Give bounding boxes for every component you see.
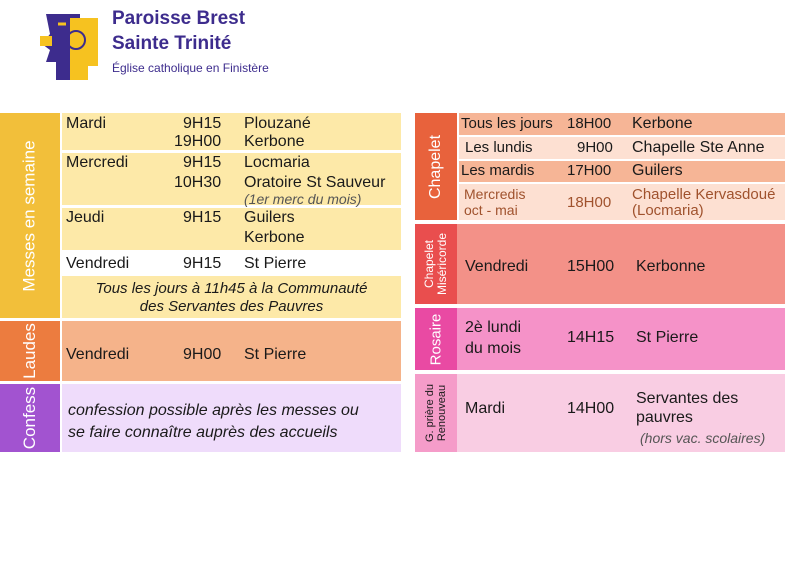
laudes-place: St Pierre [244,346,307,363]
messes-divider-2 [62,205,401,208]
parish-logo-icon [36,10,106,82]
messes-time: 9H15 [183,209,222,226]
messes-day-mardi: Mardi [66,115,107,132]
messes-place: St Pierre [244,255,307,272]
chapelet-row-bg [459,161,785,182]
messes-note: (1er merc du mois) [244,191,362,207]
renouveau-note: (hors vac. scolaires) [640,430,766,446]
chapelet-time: 18H00 [567,194,612,211]
header-line1: Paroisse Brest [112,8,246,29]
chapelet-day: Les mardis [461,162,535,179]
laudes-day: Vendredi [66,346,130,363]
messes-time: 19H00 [174,133,222,150]
confess-line2: se faire connaître auprès des accueils [68,424,338,441]
rosaire-bg [457,308,785,370]
rosaire-place: St Pierre [636,329,699,346]
messes-label: Messes en semaine [0,113,60,318]
header-subtitle: Église catholique en Finistère [112,61,269,75]
chapelet-place: Chapelle Ste Anne [632,139,765,156]
messes-place: Kerbone [244,133,305,150]
renouveau-place: Servantes des [636,390,739,407]
messes-place: Guilers [244,209,295,226]
laudes-time: 9H00 [183,346,222,363]
messes-place: Oratoire St Sauveur [244,174,386,191]
renouveau-day: Mardi [465,400,506,417]
messes-time: 9H15 [183,154,222,171]
renouveau-bg [457,374,785,452]
chapelet-row-bg [459,184,785,220]
rosaire-label: Rosaire [415,308,457,370]
chapelet-place: Kerbone [632,115,693,132]
chapelet-day: Mercredis [464,186,526,202]
rosaire-day: du mois [465,340,522,357]
messes-place: Plouzané [244,115,311,132]
chapelet-place: Chapelle Kervasdoué [632,186,776,203]
chapelet-place: (Locmaria) [632,202,704,219]
messes-time: 9H15 [183,255,222,272]
chapelet-label: Chapelet [415,113,457,220]
confess-bg [62,384,401,452]
messes-time: 10H30 [174,174,222,191]
messes-footer-line1: Tous les jours à 11h45 à la Communauté [95,280,368,297]
misericorde-day: Vendredi [465,258,529,275]
messes-vendredi-bg [62,250,401,276]
messes-divider-1 [62,150,401,153]
rosaire-day: 2è lundi [465,319,522,336]
chapelet-day: Les lundis [465,139,533,156]
messes-place: Locmaria [244,154,310,171]
chapelet-day: Tous les jours [461,115,553,132]
chapelet-time: 9H00 [577,139,613,156]
confess-label: Confess [0,384,60,452]
messes-footer-line2: des Servantes des Pauvres [139,298,324,315]
messes-day-mercredi: Mercredi [66,154,129,171]
rosaire-time: 14H15 [567,329,615,346]
misericorde-place: Kerbonne [636,258,706,275]
renouveau-place: pauvres [636,409,693,426]
renouveau-time: 14H00 [567,400,615,417]
chapelet-time: 18H00 [567,115,612,132]
header-line2: Sainte Trinité [112,33,232,54]
messes-day-jeudi: Jeudi [66,209,105,226]
chapelet-row-bg [459,113,785,135]
messes-bg [62,113,401,318]
messes-day-vendredi: Vendredi [66,255,130,272]
laudes-label: Laudes [0,321,60,381]
chapelet-time: 17H00 [567,162,612,179]
chapelet-place: Guilers [632,162,683,179]
misericorde-bg [457,224,785,304]
misericorde-time: 15H00 [567,258,615,275]
chapelet-row-bg [459,137,785,159]
laudes-bg [62,321,401,381]
messes-time: 9H15 [183,115,222,132]
messes-place: Kerbone [244,229,305,246]
chapelet-day: oct - mai [464,202,518,218]
confess-line1: confession possible après les messes ou [68,402,359,419]
